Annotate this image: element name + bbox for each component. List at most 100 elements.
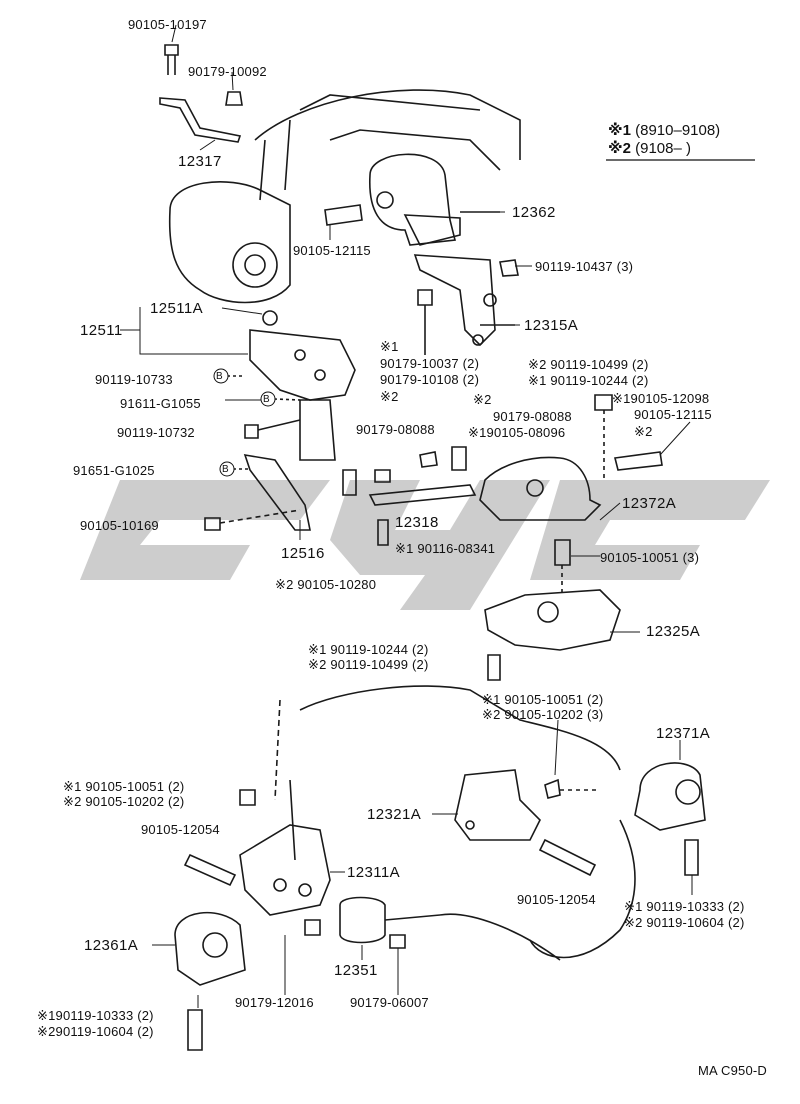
bracket-12311A <box>239 824 331 916</box>
bolt-12054-icon <box>183 853 237 887</box>
callout-marker-b <box>260 391 276 407</box>
part-label: 90105-12054 <box>141 822 220 837</box>
bolt-08096-icon <box>451 446 467 471</box>
callout-marker-b <box>219 461 235 477</box>
bolt-10197-icon <box>164 44 179 75</box>
nut-06007-icon <box>389 934 406 949</box>
part-label: ※190105-08096 <box>468 425 566 440</box>
bolt-10280-icon <box>342 469 357 496</box>
part-label: 90179-10092 <box>188 64 267 79</box>
part-label: ※290119-10604 (2) <box>37 1024 154 1039</box>
part-label: ※2 90105-10202 (3) <box>482 707 604 722</box>
nut-10037-icon <box>417 289 433 306</box>
part-label: 91611-G1055 <box>120 396 201 411</box>
part-label: 90105-12115 <box>634 407 712 422</box>
part-label: 90105-10169 <box>80 518 159 533</box>
part-label: 90105-10197 <box>128 17 207 32</box>
mount-12371A <box>634 762 706 831</box>
stay-12318 <box>368 484 477 506</box>
bracket-12315A <box>413 254 496 347</box>
bolt-10244-icon <box>487 654 501 681</box>
part-label: ※2 90119-10499 (2) <box>308 657 429 672</box>
part-label: ※2 <box>634 424 653 439</box>
bolt-10202-icon <box>544 778 561 799</box>
part-label: ※2 90105-10280 <box>275 577 377 592</box>
part-label: ※2 90105-10202 (2) <box>63 794 185 809</box>
part-label: ※2 <box>473 392 492 407</box>
part-label: 12371A <box>656 725 711 742</box>
engine-top-outline <box>254 89 521 160</box>
part-label: ※2 90119-10499 (2) <box>528 357 649 372</box>
bolt-12115b-icon <box>614 451 663 471</box>
part-label: ※1 <box>380 339 399 354</box>
part-label: 12511 <box>80 322 123 339</box>
callout-marker-label: B <box>222 464 229 475</box>
watermark-logo <box>80 480 770 610</box>
legend-row-2: ※2 (9108– ) <box>608 140 720 158</box>
part-label: 90119-10437 (3) <box>535 259 634 274</box>
nut-08088b-icon <box>419 451 438 468</box>
part-label: ※1 90116-08341 <box>395 541 496 556</box>
part-label: 12321A <box>367 806 422 823</box>
part-label: 12351 <box>334 962 378 979</box>
part-label: ※1 90105-10051 (2) <box>63 779 185 794</box>
part-label: 90179-10037 (2) <box>380 356 480 371</box>
bracket-12325A <box>484 589 621 651</box>
part-label: 12372A <box>622 495 677 512</box>
stud-08341-icon <box>377 519 389 546</box>
nut-10092-icon <box>225 91 243 106</box>
legend-text: (8910–9108) <box>635 122 721 139</box>
bolt-12054b-icon <box>538 838 597 877</box>
part-label: 12315A <box>524 317 579 334</box>
callout-marker-b <box>213 368 229 384</box>
part-label: ※1 90119-10333 (2) <box>624 899 745 914</box>
part-label: 90179-08088 <box>356 422 435 437</box>
part-label: ※190105-12098 <box>612 391 710 406</box>
legend: ※1 (8910–9108) ※2 (9108– ) <box>608 122 720 158</box>
part-label: 12317 <box>178 153 222 170</box>
part-label: ※190119-10333 (2) <box>37 1008 154 1023</box>
part-label: ※2 <box>380 389 399 404</box>
bolt-10051-icon <box>554 539 571 566</box>
mount-12361A <box>174 911 246 986</box>
bolt-10051b-icon <box>239 789 256 806</box>
bolt-10732-icon <box>244 424 259 439</box>
part-label: 90179-12016 <box>235 995 314 1010</box>
callout-marker-label: B <box>263 394 270 405</box>
part-label: ※1 90119-10244 (2) <box>528 373 649 388</box>
bracket-12516 <box>243 453 311 531</box>
bracket-12511 <box>249 329 356 401</box>
legend-mark: ※1 <box>608 122 631 139</box>
part-label: 90119-10733 <box>95 372 173 387</box>
nut-12016-icon <box>304 919 321 936</box>
mount-12372A <box>479 456 602 521</box>
part-label: 90119-10732 <box>117 425 195 440</box>
legend-row-1: ※1 (8910–9108) <box>608 122 720 140</box>
part-label: 90105-12054 <box>517 892 596 907</box>
part-label: 90105-10051 (3) <box>600 550 700 565</box>
part-label: 12516 <box>281 545 325 562</box>
legend-text: (9108– ) <box>635 140 691 157</box>
part-label: 90179-08088 <box>493 409 572 424</box>
bracket-12317 <box>159 97 242 143</box>
alternator-outline <box>168 181 291 304</box>
part-label: ※2 90119-10604 (2) <box>624 915 745 930</box>
bolt-12098-icon <box>594 394 613 411</box>
bolt-12115-icon <box>324 204 363 226</box>
part-label: ※1 90119-10244 (2) <box>308 642 429 657</box>
part-label: 12325A <box>646 623 701 640</box>
part-label: 91651-G1025 <box>73 463 155 478</box>
bracket-12516-upper <box>299 399 336 461</box>
mount-12362 <box>369 153 456 246</box>
part-label: 12361A <box>84 937 139 954</box>
legend-mark: ※2 <box>608 140 631 157</box>
part-label: 90179-06007 <box>350 995 429 1010</box>
part-label: 12311A <box>347 864 401 881</box>
part-label: 12318 <box>395 514 439 531</box>
bolt-10604-icon <box>187 1009 203 1051</box>
part-label: 90105-12115 <box>293 243 371 258</box>
